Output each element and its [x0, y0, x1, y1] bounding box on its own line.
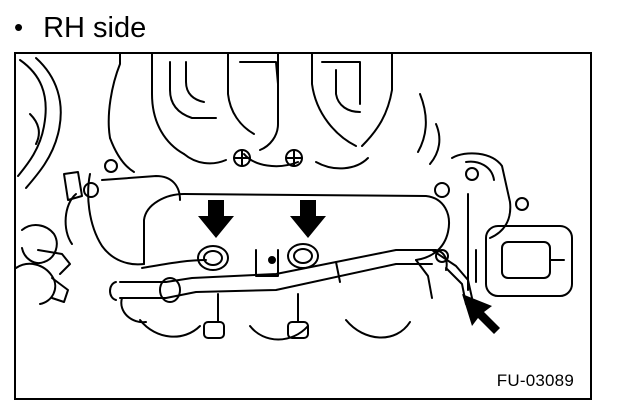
indicator-arrows [198, 200, 500, 334]
injector-seals [197, 243, 319, 271]
throttle-body [451, 152, 573, 297]
manifold-flange [63, 149, 479, 299]
arrow-up-left [462, 294, 500, 334]
engine-illustration [16, 54, 573, 341]
fuel-pipe [109, 249, 473, 305]
bullet-point: • [14, 12, 24, 42]
heading-text: RH side [43, 11, 147, 44]
left-hoses [16, 57, 71, 305]
section-heading: • RH side [14, 8, 146, 48]
figure-code: FU-03089 [496, 371, 574, 390]
arrow-down-left [198, 200, 234, 238]
diagram-frame: FU-03089 [14, 52, 592, 400]
intake-manifold-runners [107, 54, 441, 173]
lower-bosses [120, 293, 411, 341]
arrow-down-right [290, 200, 326, 238]
